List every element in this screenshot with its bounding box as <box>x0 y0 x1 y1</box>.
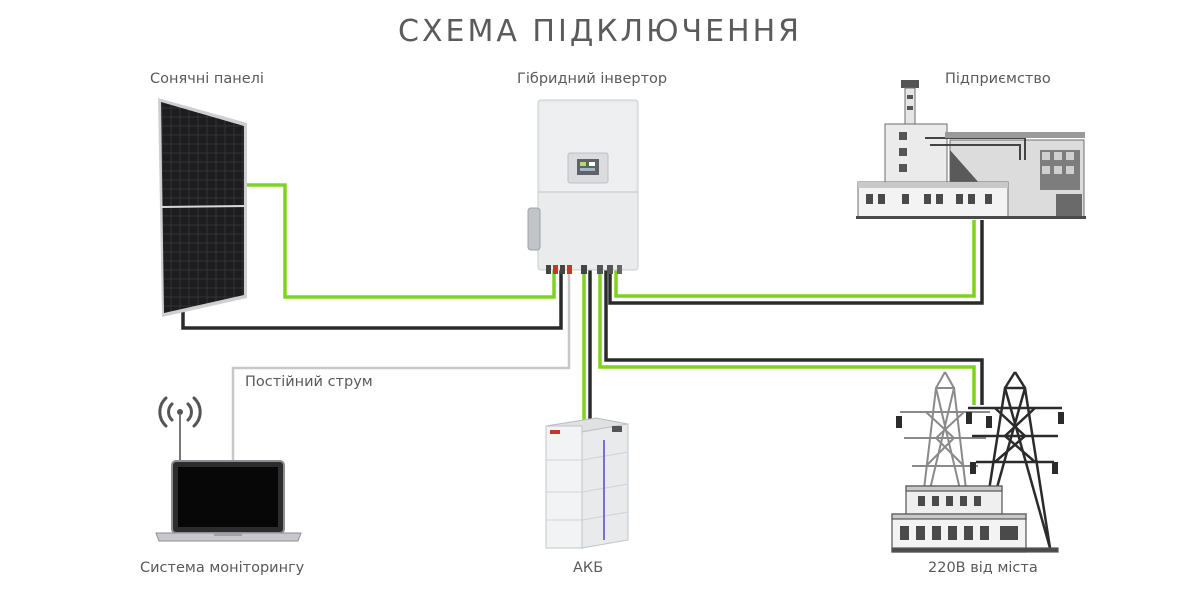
wire-enterprise-dark <box>608 220 984 305</box>
solar-panel <box>158 98 247 317</box>
wire-grid-green <box>598 268 976 405</box>
hybrid-inverter <box>527 99 639 274</box>
label-city-grid: 220В від міста <box>928 560 1038 576</box>
wire-solar-negative <box>181 268 563 330</box>
wire-grid-dark <box>604 268 984 405</box>
battery-stack <box>545 417 629 549</box>
label-enterprise: Підприємство <box>945 71 1051 87</box>
label-hybrid-inverter: Гібридний інвертор <box>517 71 668 87</box>
diagram-title: СХЕМА ПІДКЛЮЧЕННЯ <box>398 14 802 49</box>
label-battery: АКБ <box>573 560 604 576</box>
monitoring-laptop <box>155 396 302 542</box>
wires <box>181 183 984 463</box>
label-monitoring-system: Система моніторингу <box>140 560 305 576</box>
wire-solar-positive <box>244 183 556 299</box>
inverter-display <box>577 159 599 175</box>
label-dc-current: Постійний струм <box>245 374 373 390</box>
wire-monitoring <box>231 268 571 463</box>
label-solar-panels: Сонячні панелі <box>150 71 264 87</box>
enterprise-building <box>856 80 1086 219</box>
wifi-signal-icon <box>158 396 202 428</box>
wire-enterprise-green <box>614 220 976 298</box>
power-grid <box>891 371 1064 553</box>
